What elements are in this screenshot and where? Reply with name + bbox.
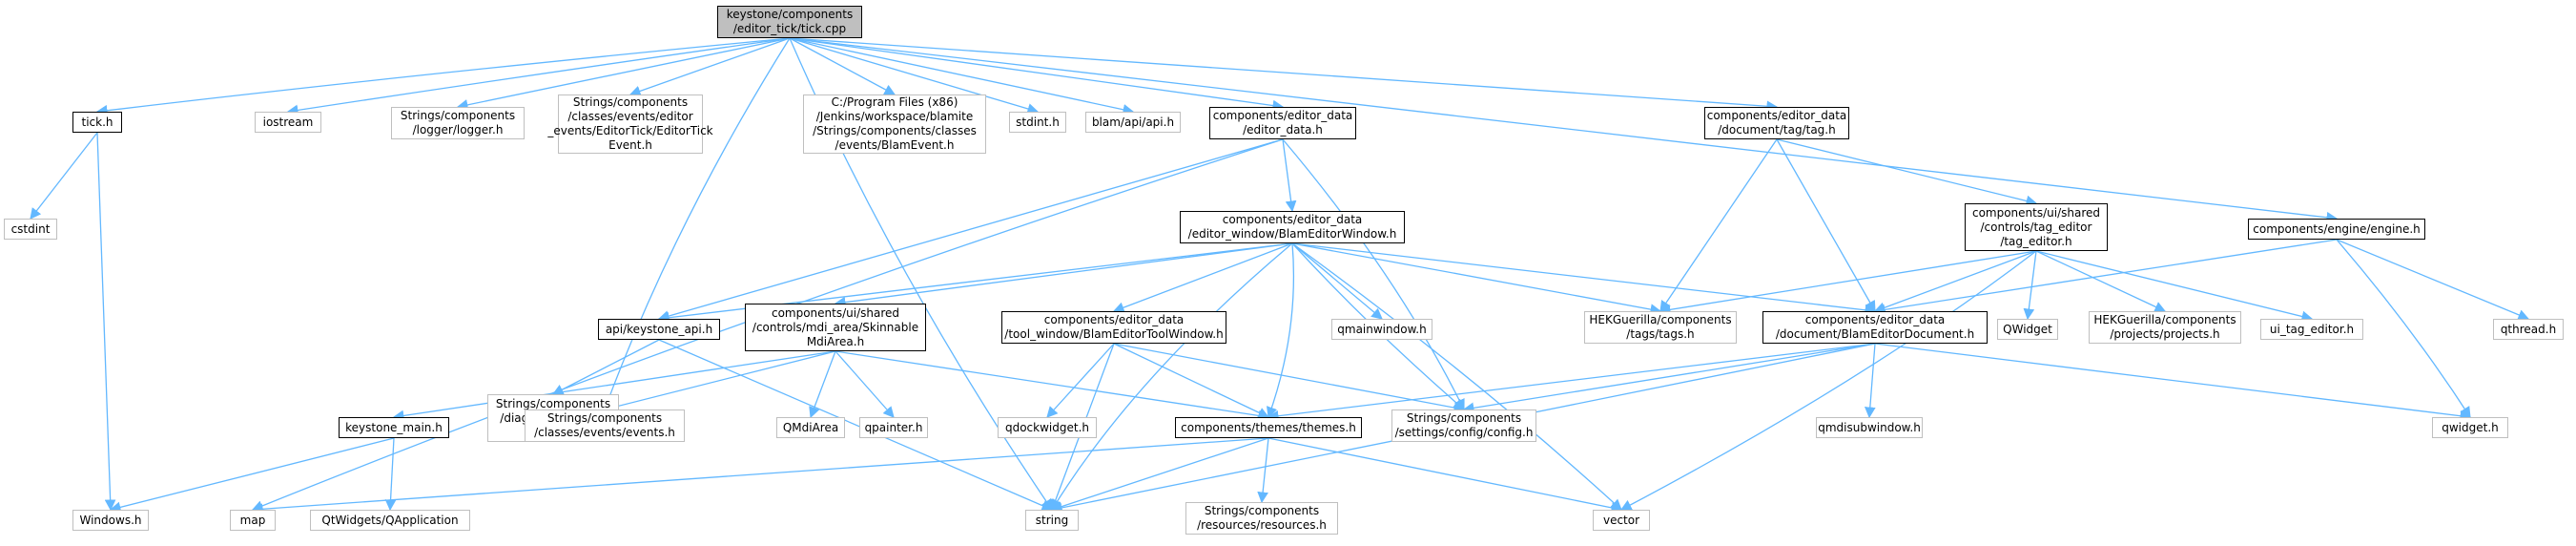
edge-tag-editor-h-to-ui-tag-editor-h <box>2035 250 2314 323</box>
node-resources-h: Strings/components /resources/resources.… <box>1185 502 1338 535</box>
edge-editor-data-h-to-map <box>251 138 1284 512</box>
node-editor-data-h[interactable]: components/editor_data /editor_data.h <box>1209 107 1356 139</box>
edge-blameditordocument-h-to-qwidget-h <box>1874 343 2472 422</box>
edge-blameditortoolwindow-h-to-config-h <box>1113 343 1466 413</box>
node-windows-h: Windows.h <box>72 510 149 531</box>
edge-tick-cpp-to-editortick-event-h <box>629 37 791 97</box>
node-tags-h: HEKGuerilla/components /tags/tags.h <box>1584 311 1737 344</box>
node-api-h: blam/api/api.h <box>1085 112 1181 133</box>
edge-engine-h-to-qwidget-h <box>2336 239 2471 418</box>
edge-skinnable-mdi-h-to-qmdiarea <box>809 350 836 419</box>
edge-skinnable-mdi-h-to-themes-h <box>835 350 1270 422</box>
edge-skinnable-mdi-h-to-qpainter-h <box>835 350 895 418</box>
edge-keystone-main-h-to-qapplication <box>384 437 397 512</box>
edge-tick-cpp-to-editor-data-h <box>789 37 1285 112</box>
node-blameditordocument-h[interactable]: components/editor_data /document/BlamEdi… <box>1762 311 1988 344</box>
edge-blameditordocument-h-to-config-h <box>1462 343 1876 414</box>
edge-themes-h-to-string <box>1050 437 1269 513</box>
node-qwidget: QWidget <box>1997 319 2058 340</box>
edge-tag-h-to-tag-editor-h <box>1776 138 2038 207</box>
node-map: map <box>230 510 276 531</box>
node-editortick-event-h: Strings/components /classes/events/edito… <box>547 94 713 154</box>
node-string: string <box>1025 510 1079 531</box>
edge-blameditortoolwindow-h-to-themes-h <box>1113 343 1270 418</box>
node-qwidget-h: qwidget.h <box>2432 417 2508 438</box>
edge-tag-editor-h-to-tags-h <box>1659 250 2037 316</box>
edge-tick-cpp-to-events-h <box>603 37 791 411</box>
edge-themes-h-to-resources-h <box>1257 437 1269 504</box>
edge-tick-cpp-to-logger-h <box>456 37 791 111</box>
node-events-h: Strings/components /classes/events/event… <box>525 410 685 442</box>
edge-tag-editor-h-to-blameditordocument-h <box>1873 250 2037 313</box>
node-keystone-api-h[interactable]: api/keystone_api.h <box>598 319 720 340</box>
edge-themes-h-to-vector <box>1267 437 1623 514</box>
edge-tag-h-to-tags-h <box>1659 138 1778 312</box>
edge-tag-h-to-blameditordocument-h <box>1776 138 1876 313</box>
node-qmdiarea: QMdiArea <box>776 417 845 438</box>
edge-blameditorwindow-h-to-themes-h <box>1267 242 1295 419</box>
edge-keystone-main-h-to-windows-h <box>109 437 395 514</box>
edge-blameditordocument-h-to-themes-h <box>1267 343 1876 422</box>
edge-blameditorwindow-h-to-vector <box>1291 242 1622 511</box>
edge-blameditorwindow-h-to-skinnable-mdi-h <box>834 242 1293 308</box>
edge-tick-cpp-to-stdint-h <box>789 37 1040 115</box>
edge-blameditorwindow-h-to-string <box>1051 242 1293 511</box>
node-skinnable-mdi-h[interactable]: components/ui/shared /controls/mdi_area/… <box>745 304 926 351</box>
edge-tick-cpp-to-blamevent-h <box>789 37 896 95</box>
node-tag-h[interactable]: components/editor_data /document/tag/tag… <box>1704 107 1849 139</box>
edge-themes-h-to-map <box>251 437 1269 515</box>
node-qpainter-h: qpainter.h <box>859 417 928 438</box>
edge-blameditortoolwindow-h-to-qdockwidget-h <box>1046 343 1115 418</box>
node-tick-cpp: keystone/components /editor_tick/tick.cp… <box>717 6 862 38</box>
edge-blameditordocument-h-to-qmdisubwindow-h <box>1864 343 1876 419</box>
edge-blameditorwindow-h-to-blameditordocument-h <box>1291 242 1877 316</box>
edge-tick-h-to-windows-h <box>96 132 116 512</box>
edges-layer <box>30 37 2530 515</box>
edge-skinnable-mdi-h-to-keystone-main-h <box>392 350 836 422</box>
node-config-h: Strings/components /settings/config/conf… <box>1391 410 1536 442</box>
node-blamevent-h: C:/Program Files (x86) /Jenkins/workspac… <box>803 94 986 154</box>
edge-tag-editor-h-to-projects-h <box>2035 250 2167 312</box>
edge-editor-data-h-to-blameditorwindow-h <box>1282 138 1297 213</box>
edge-skinnable-mdi-h-to-events-h <box>603 350 836 413</box>
edge-editor-data-h-to-keystone-api-h <box>657 138 1284 322</box>
node-keystone-main-h[interactable]: keystone_main.h <box>339 417 449 438</box>
edge-keystone-api-h-to-errors-h <box>551 339 660 395</box>
edge-tick-h-to-cstdint <box>30 132 98 220</box>
node-qthread-h: qthread.h <box>2493 319 2564 340</box>
node-qmdisubwindow-h: qmdisubwindow.h <box>1816 417 1923 438</box>
node-ui-tag-editor-h: ui_tag_editor.h <box>2260 319 2363 340</box>
node-vector: vector <box>1593 510 1650 531</box>
node-qmainwindow-h: qmainwindow.h <box>1331 319 1432 340</box>
node-blameditortoolwindow-h[interactable]: components/editor_data /tool_window/Blam… <box>1001 311 1226 344</box>
node-stdint-h: stdint.h <box>1009 112 1066 133</box>
edge-tick-cpp-to-api-h <box>789 37 1135 116</box>
node-iostream: iostream <box>255 112 321 133</box>
node-engine-h[interactable]: components/engine/engine.h <box>2248 219 2425 240</box>
edge-blameditorwindow-h-to-qmainwindow-h <box>1291 242 1383 320</box>
node-qapplication: QtWidgets/QApplication <box>310 510 470 531</box>
edge-tick-cpp-to-tick-h <box>95 37 791 116</box>
edge-tag-editor-h-to-vector <box>1619 250 2037 511</box>
node-themes-h[interactable]: components/themes/themes.h <box>1175 417 1362 438</box>
edge-blameditorwindow-h-to-blameditortoolwindow-h <box>1112 242 1293 313</box>
node-qdockwidget-h: qdockwidget.h <box>998 417 1097 438</box>
edge-tag-editor-h-to-qwidget <box>2023 250 2037 321</box>
edge-engine-h-to-blameditordocument-h <box>1873 239 2338 316</box>
node-logger-h: Strings/components /logger/logger.h <box>391 107 525 139</box>
node-blameditorwindow-h[interactable]: components/editor_data /editor_window/Bl… <box>1180 211 1405 243</box>
node-tick-h[interactable]: tick.h <box>72 112 122 133</box>
edge-keystone-api-h-to-string <box>658 339 1054 512</box>
edge-editor-data-h-to-config-h <box>1282 138 1465 411</box>
edge-blameditorwindow-h-to-tags-h <box>1291 242 1662 315</box>
edge-engine-h-to-qthread-h <box>2336 239 2530 321</box>
edge-tick-cpp-to-tag-h <box>789 37 1779 113</box>
edge-tick-cpp-to-iostream <box>286 37 791 116</box>
node-projects-h: HEKGuerilla/components /projects/project… <box>2089 311 2241 344</box>
node-tag-editor-h[interactable]: components/ui/shared /controls/tag_edito… <box>1965 203 2108 251</box>
node-cstdint: cstdint <box>4 219 57 240</box>
